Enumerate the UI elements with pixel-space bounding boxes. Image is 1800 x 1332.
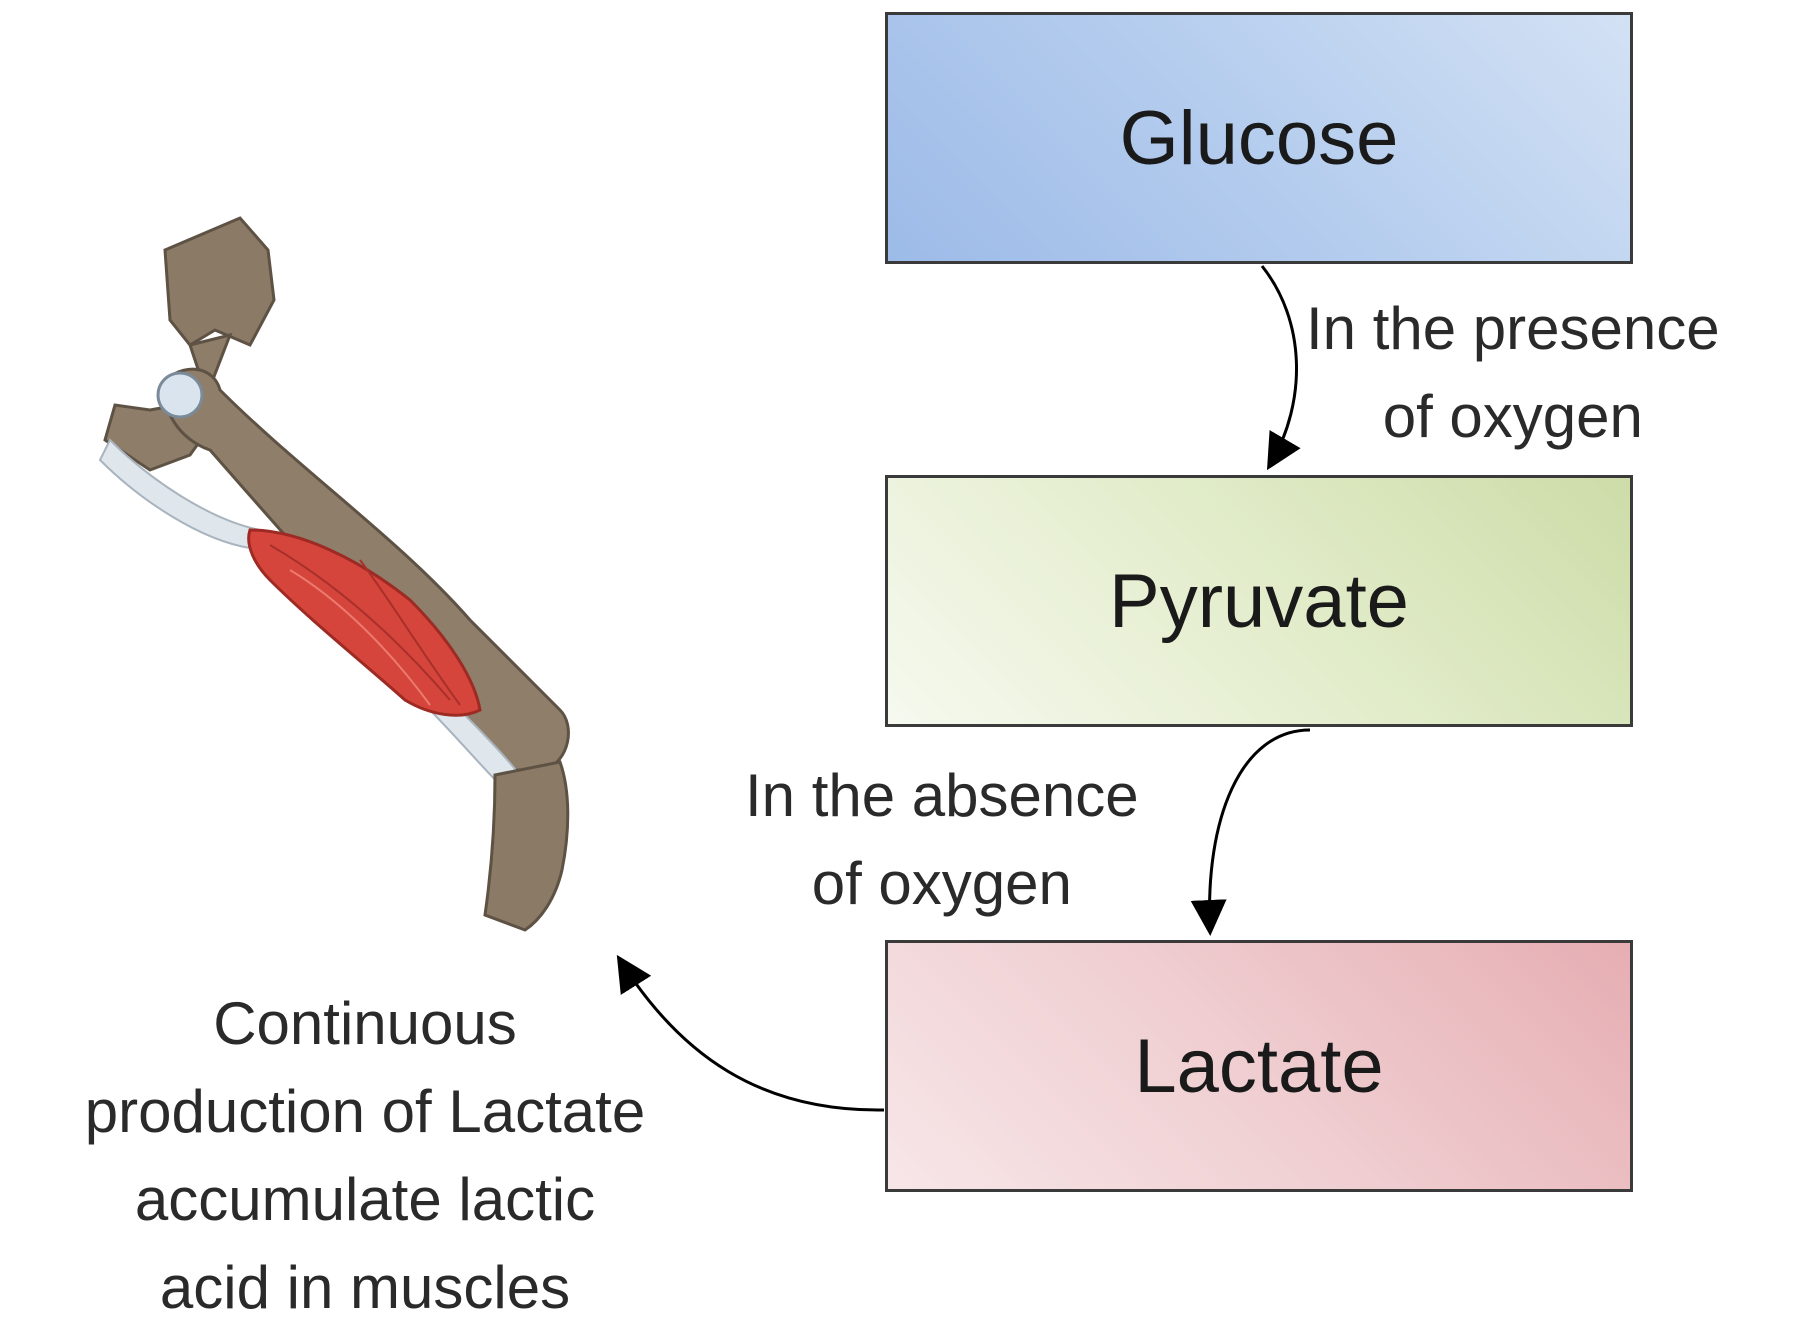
- caption-line: production of Lactate: [84, 1078, 646, 1145]
- muscle-fiber: [359, 559, 461, 706]
- arrow-glucose-to-pyruvate: [1260, 265, 1301, 471]
- femoral-head: [156, 371, 204, 419]
- muscle-fiber: [269, 544, 451, 701]
- arrow-lactate-to-muscle: [616, 954, 885, 1112]
- caption-line: Continuous: [213, 990, 517, 1057]
- muscle-fiber: [289, 569, 431, 706]
- edge-label-line: of oxygen: [1382, 383, 1643, 450]
- edge-label-line: In the absence: [745, 762, 1139, 829]
- edge-label-line: In the presence: [1306, 295, 1720, 362]
- arrow-pyruvate-to-lactate: [1190, 728, 1311, 936]
- pyruvate-box: Pyruvate: [885, 475, 1633, 727]
- caption-line: acid in muscles: [159, 1254, 571, 1321]
- absence-of-oxygen-label: In the absence of oxygen: [745, 752, 1139, 928]
- pelvis-bone: [163, 216, 276, 347]
- lactic-acid-caption: Continuous production of Lactate accumul…: [20, 980, 710, 1332]
- edge-label-line: of oxygen: [811, 850, 1072, 917]
- caption-line: accumulate lactic: [134, 1166, 596, 1233]
- glucose-box: Glucose: [885, 12, 1633, 264]
- lactate-box: Lactate: [885, 940, 1633, 1192]
- lower-leg-bone: [483, 760, 570, 932]
- glucose-label: Glucose: [1119, 95, 1399, 181]
- lactate-label: Lactate: [1134, 1023, 1384, 1109]
- pyruvate-label: Pyruvate: [1109, 558, 1409, 644]
- presence-of-oxygen-label: In the presence of oxygen: [1306, 285, 1720, 461]
